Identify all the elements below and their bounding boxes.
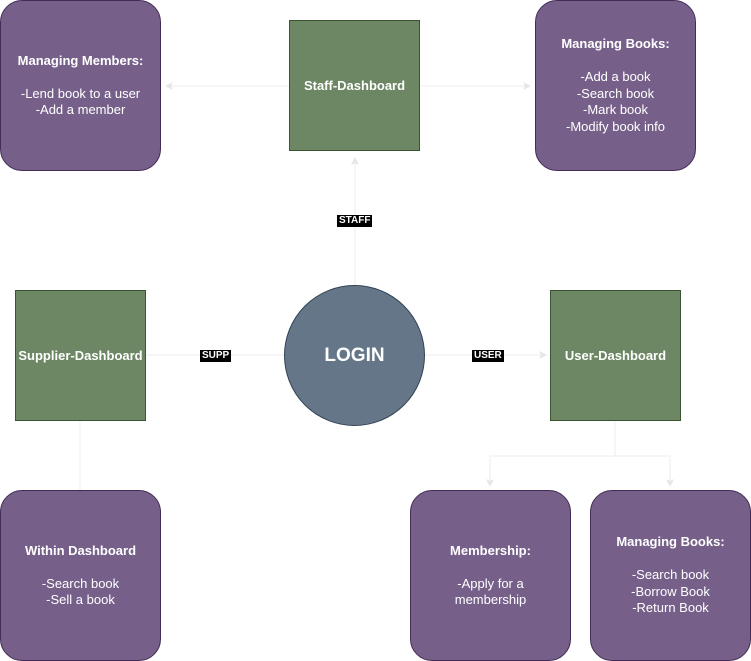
managing-members-box[interactable]: Managing Members: -Lend book to a user -… bbox=[0, 0, 161, 171]
supplier-dashboard-box[interactable]: Supplier-Dashboard bbox=[15, 290, 146, 421]
edge-label-supp: SUPP bbox=[200, 350, 232, 362]
login-label: LOGIN bbox=[324, 344, 385, 366]
within-dashboard-item: -Search book bbox=[41, 575, 120, 591]
managing-members-item: -Add a member bbox=[35, 102, 126, 117]
user-managing-books-box[interactable]: Managing Books: -Search book -Borrow Boo… bbox=[590, 490, 751, 661]
within-dashboard-item: -Sell a book bbox=[46, 592, 115, 607]
edge-user-split bbox=[486, 421, 616, 487]
membership-title: Membership: bbox=[450, 542, 531, 558]
membership-item: -Apply for a bbox=[457, 575, 524, 591]
user-managing-books-item: -Borrow Book bbox=[631, 583, 710, 599]
staff-managing-books-title: Managing Books: bbox=[561, 36, 670, 51]
edge-label-user: USER bbox=[472, 350, 504, 362]
edge-user-split-right bbox=[615, 455, 674, 487]
staff-dashboard-label: Staff-Dashboard bbox=[303, 77, 406, 93]
staff-managing-books-box[interactable]: Managing Books: -Add a book -Search book… bbox=[535, 0, 696, 171]
within-dashboard-title: Within Dashboard bbox=[24, 542, 137, 558]
supplier-dashboard-label: Supplier-Dashboard bbox=[18, 347, 143, 363]
within-dashboard-box[interactable]: Within Dashboard -Search book -Sell a bo… bbox=[0, 490, 161, 661]
managing-members-item: -Lend book to a user bbox=[20, 85, 141, 101]
user-dashboard-box[interactable]: User-Dashboard bbox=[550, 290, 681, 421]
staff-managing-books-item: -Modify book info bbox=[566, 118, 665, 134]
user-dashboard-label: User-Dashboard bbox=[564, 347, 667, 363]
staff-managing-books-item: -Search book bbox=[576, 85, 655, 101]
membership-box[interactable]: Membership: -Apply for a membership bbox=[410, 490, 571, 661]
staff-dashboard-box[interactable]: Staff-Dashboard bbox=[289, 20, 420, 151]
membership-item: membership bbox=[454, 592, 527, 607]
login-circle[interactable]: LOGIN bbox=[284, 285, 425, 426]
user-managing-books-item: -Return Book bbox=[632, 600, 709, 616]
staff-managing-books-item: -Add a book bbox=[580, 69, 651, 84]
user-managing-books-item: -Search book bbox=[631, 567, 710, 583]
user-managing-books-title: Managing Books: bbox=[616, 534, 725, 550]
edge-label-staff: STAFF bbox=[337, 215, 373, 227]
managing-members-title: Managing Members: bbox=[17, 52, 144, 68]
staff-managing-books-item: -Mark book bbox=[582, 102, 649, 117]
